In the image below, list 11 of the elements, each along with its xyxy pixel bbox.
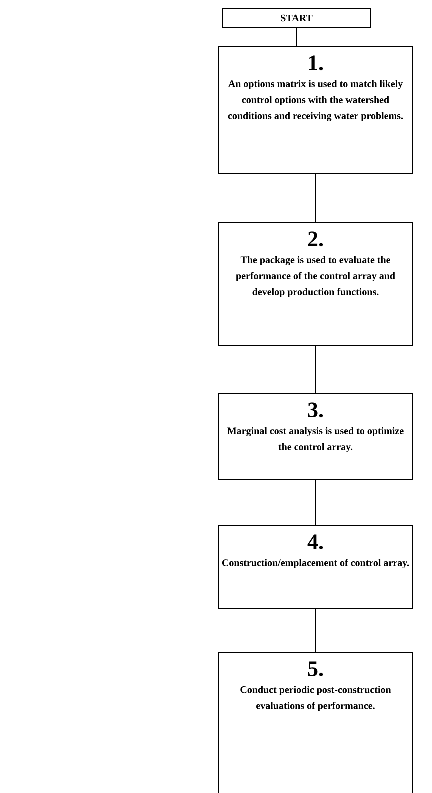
connector-line xyxy=(315,346,316,393)
step-box: 4. Construction/emplacement of control array. xyxy=(218,525,414,610)
connector-line xyxy=(296,28,298,46)
connector-line xyxy=(315,174,316,222)
step-box: 5. Conduct periodic post-construction evaluations of performance. xyxy=(218,652,414,793)
start-box: START xyxy=(222,8,372,28)
connector-line xyxy=(315,480,316,525)
step-box: 3. Marginal cost analysis is used to optimize the control array. xyxy=(218,393,414,480)
connector-line xyxy=(315,610,316,652)
step-box: 1. An options matrix is used to match likely control options with the watershed conditions and receiving water problems. xyxy=(218,46,414,174)
step-box: 2. The package is used to evaluate the performance of the control array and develop production functions. xyxy=(218,222,414,346)
